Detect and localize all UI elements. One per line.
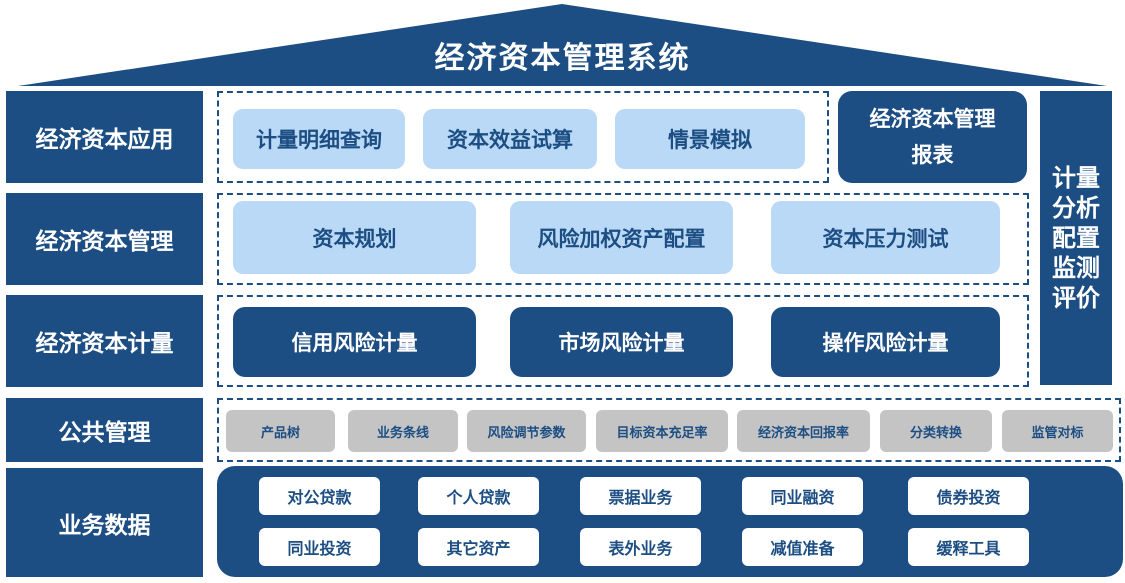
roof-banner [18, 4, 1107, 86]
public-item-raroc[interactable]: 经济资本回报率 [737, 410, 870, 452]
row-label-application: 经济资本应用 [6, 91, 203, 183]
public-item-regulatory-benchmark[interactable]: 监管对标 [1002, 410, 1113, 452]
biz-item-bill-business[interactable]: 票据业务 [580, 477, 701, 515]
public-item-target-car[interactable]: 目标资本充足率 [596, 410, 728, 452]
side-item-measure: 计量 [1052, 164, 1100, 192]
mgmt-item-capital-planning[interactable]: 资本规划 [233, 201, 476, 274]
row-label-management: 经济资本管理 [6, 193, 203, 285]
biz-item-impairment-reserve[interactable]: 减值准备 [742, 528, 863, 566]
row-label-measurement: 经济资本计量 [6, 295, 203, 387]
system-title: 经济资本管理系统 [434, 41, 691, 76]
public-item-risk-adjust-params[interactable]: 风险调节参数 [467, 410, 586, 452]
report-line2: 报表 [911, 143, 954, 167]
row-label-public: 公共管理 [6, 398, 203, 462]
app-item-scenario-simulation[interactable]: 情景模拟 [615, 109, 805, 169]
side-panel: 计量 分析 配置 监测 评价 [1040, 91, 1112, 385]
measure-item-operational-risk[interactable]: 操作风险计量 [771, 307, 1000, 377]
biz-item-personal-loan[interactable]: 个人贷款 [418, 477, 539, 515]
biz-item-bond-investment[interactable]: 债券投资 [908, 477, 1029, 515]
application-group [217, 91, 829, 183]
biz-item-interbank-financing[interactable]: 同业融资 [742, 477, 863, 515]
measure-item-credit-risk[interactable]: 信用风险计量 [233, 307, 476, 377]
side-item-monitor: 监测 [1052, 254, 1100, 282]
public-group [217, 398, 1121, 462]
measurement-group [217, 295, 1029, 387]
row-label-business: 业务数据 [6, 468, 203, 577]
app-item-detail-query[interactable]: 计量明细查询 [233, 109, 405, 169]
side-item-analyze: 分析 [1052, 194, 1100, 222]
measure-item-market-risk[interactable]: 市场风险计量 [510, 307, 733, 377]
management-group [217, 193, 1029, 285]
report-line1: 经济资本管理 [869, 107, 996, 131]
side-item-evaluate: 评价 [1052, 284, 1100, 312]
public-item-product-tree[interactable]: 产品树 [226, 410, 335, 452]
report-box[interactable]: 经济资本管理 报表 [838, 91, 1027, 183]
mgmt-item-rwa-allocation[interactable]: 风险加权资产配置 [510, 201, 733, 274]
public-item-classification-convert[interactable]: 分类转换 [880, 410, 992, 452]
biz-item-other-assets[interactable]: 其它资产 [418, 528, 539, 566]
side-item-configure: 配置 [1052, 224, 1100, 252]
public-item-business-line[interactable]: 业务条线 [348, 410, 458, 452]
biz-item-interbank-investment[interactable]: 同业投资 [259, 528, 380, 566]
mgmt-item-stress-test[interactable]: 资本压力测试 [771, 201, 1000, 274]
biz-item-mitigation-tools[interactable]: 缓释工具 [908, 528, 1029, 566]
biz-item-corporate-loan[interactable]: 对公贷款 [259, 477, 380, 515]
app-item-capital-benefit-trial[interactable]: 资本效益试算 [423, 109, 597, 169]
biz-item-off-balance[interactable]: 表外业务 [580, 528, 701, 566]
